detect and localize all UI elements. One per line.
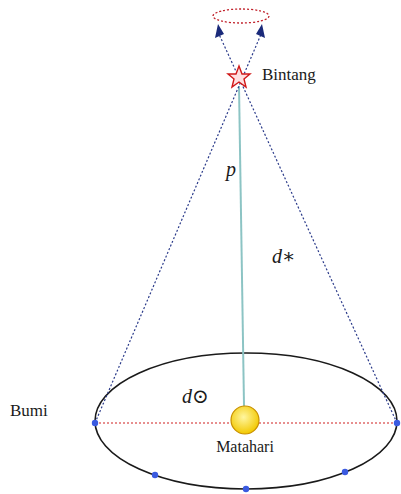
earth-orbit [95,353,397,489]
star-label: Bintang [262,66,316,85]
star-symbol [228,66,250,87]
earth-dot [152,472,158,478]
arrow-head [215,24,224,38]
earth-dot [394,420,400,426]
earth-dot [342,469,348,475]
earth-label: Bumi [10,402,48,421]
arrow-head [256,24,265,38]
earth-dot [243,486,249,492]
sight-line [218,32,397,423]
star-distance-symbol: d∗ [272,245,296,267]
earth-dot [92,420,98,426]
sun-distance-symbol: d⊙ [182,385,209,407]
sun-symbol [231,406,259,434]
sight-line [95,32,262,423]
sun-label: Matahari [216,438,274,456]
distance-line [239,86,244,406]
apparent-orbit [213,9,269,23]
parallax-symbol: p [226,158,236,180]
